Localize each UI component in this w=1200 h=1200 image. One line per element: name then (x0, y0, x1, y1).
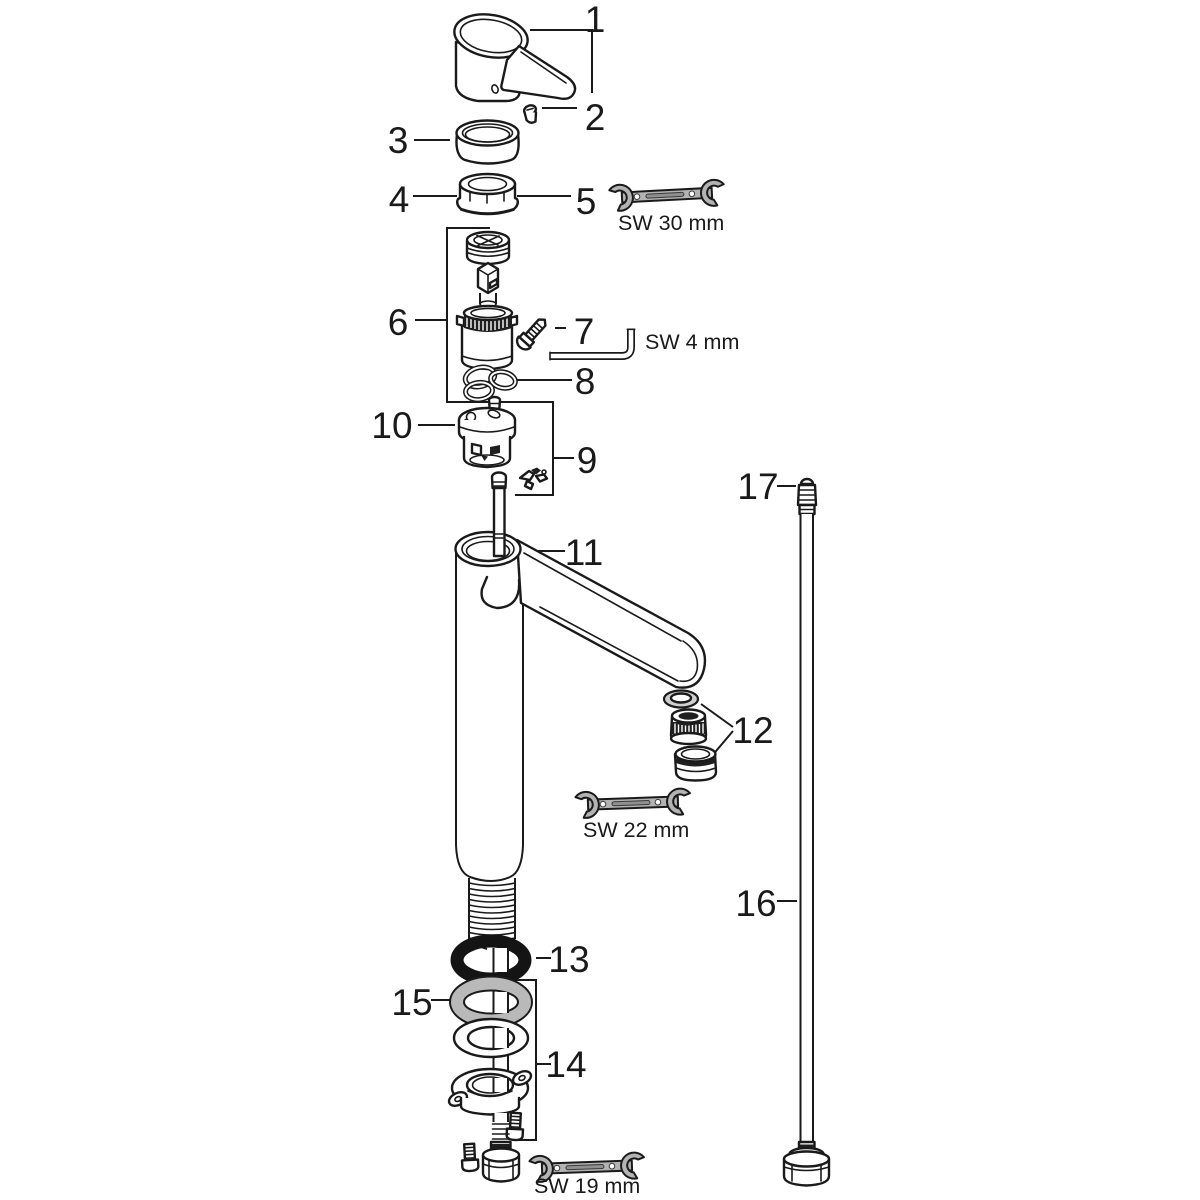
cartridge-drawing (455, 261, 519, 371)
handle-drawing (453, 13, 577, 103)
o-rings-drawing (462, 364, 518, 403)
part-label-4: 4 (388, 179, 410, 220)
washer-white-drawing (452, 1017, 530, 1059)
flow-cartridge-drawing (457, 395, 517, 469)
set-screw-drawing (522, 104, 538, 124)
part-label-9: 9 (576, 440, 598, 481)
tool-label-sw22: SW 22 mm (583, 818, 690, 842)
part-label-16: 16 (735, 883, 777, 924)
part-label-7: 7 (573, 311, 595, 352)
part-label-14: 14 (545, 1044, 587, 1085)
part-label-3: 3 (387, 120, 409, 161)
pop-up-rod-pin-drawing (490, 471, 508, 558)
mounting-screw-left-drawing (459, 1142, 480, 1173)
aerator-set-drawing (662, 689, 718, 782)
tool-label-sw19: SW 19 mm (534, 1174, 641, 1198)
cartridge-nut-drawing (465, 230, 511, 266)
tool-label-sw4: SW 4 mm (645, 330, 740, 354)
part-label-13: 13 (548, 939, 590, 980)
part-label-2: 2 (584, 97, 606, 138)
escutcheon-ring-drawing (455, 119, 520, 165)
o-ring-13-drawing (450, 934, 532, 986)
part-label-11: 11 (564, 532, 604, 573)
part-label-15: 15 (391, 982, 433, 1023)
cartridge-screw-drawing (515, 318, 547, 351)
part-label-10: 10 (371, 405, 413, 446)
wrench-sw22-icon (571, 782, 695, 822)
mounting-screw-right-drawing (505, 1111, 526, 1142)
cap-nut-drawing (456, 172, 519, 216)
part-label-6: 6 (387, 302, 409, 343)
retaining-clip-drawing (518, 467, 549, 491)
shank-nut-drawing (481, 1123, 521, 1183)
mounting-flange-drawing (447, 1067, 533, 1122)
part-label-17: 17 (737, 466, 779, 507)
tool-label-sw30: SW 30 mm (618, 211, 725, 235)
part-label-12: 12 (732, 710, 774, 751)
part-label-1: 1 (584, 0, 606, 40)
part-label-5: 5 (575, 181, 597, 222)
part-label-8: 8 (574, 361, 596, 402)
wrench-sw30-icon (605, 173, 729, 215)
supply-pipe-drawing (782, 477, 831, 1187)
allen-key-icon (549, 328, 636, 361)
